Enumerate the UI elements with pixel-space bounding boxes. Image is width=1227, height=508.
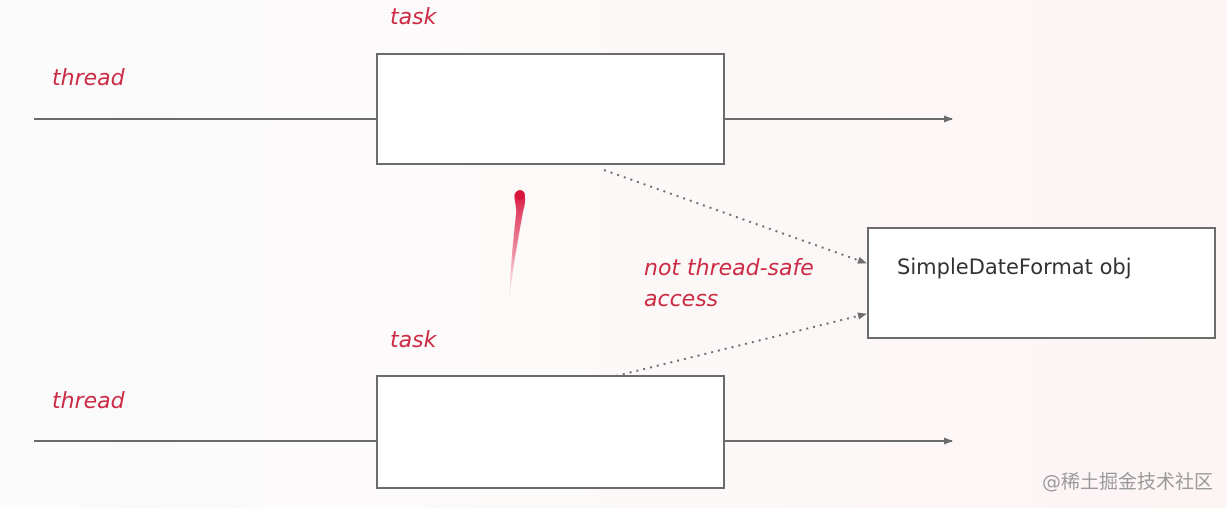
conflict-note-line-2: access [644,287,719,312]
watermark: @稀土掘金技术社区 [1041,471,1213,493]
thread-2-label: thread [52,389,125,414]
task-1-box [376,53,725,165]
conflict-note-line-1: not thread-safe [644,256,814,281]
conflict-streak-head [515,190,525,200]
task-2-label: task [390,328,437,353]
thread-1-label: thread [52,66,125,91]
conflict-streak-icon [509,191,526,302]
task-2-box [376,375,725,489]
task-1-label: task [390,5,437,30]
shared-object-box: SimpleDateFormat obj [867,227,1216,339]
access-arrow-from-task-2 [615,312,867,377]
access-arrow-from-task-1 [603,169,867,264]
shared-object-label: SimpleDateFormat obj [897,255,1132,279]
